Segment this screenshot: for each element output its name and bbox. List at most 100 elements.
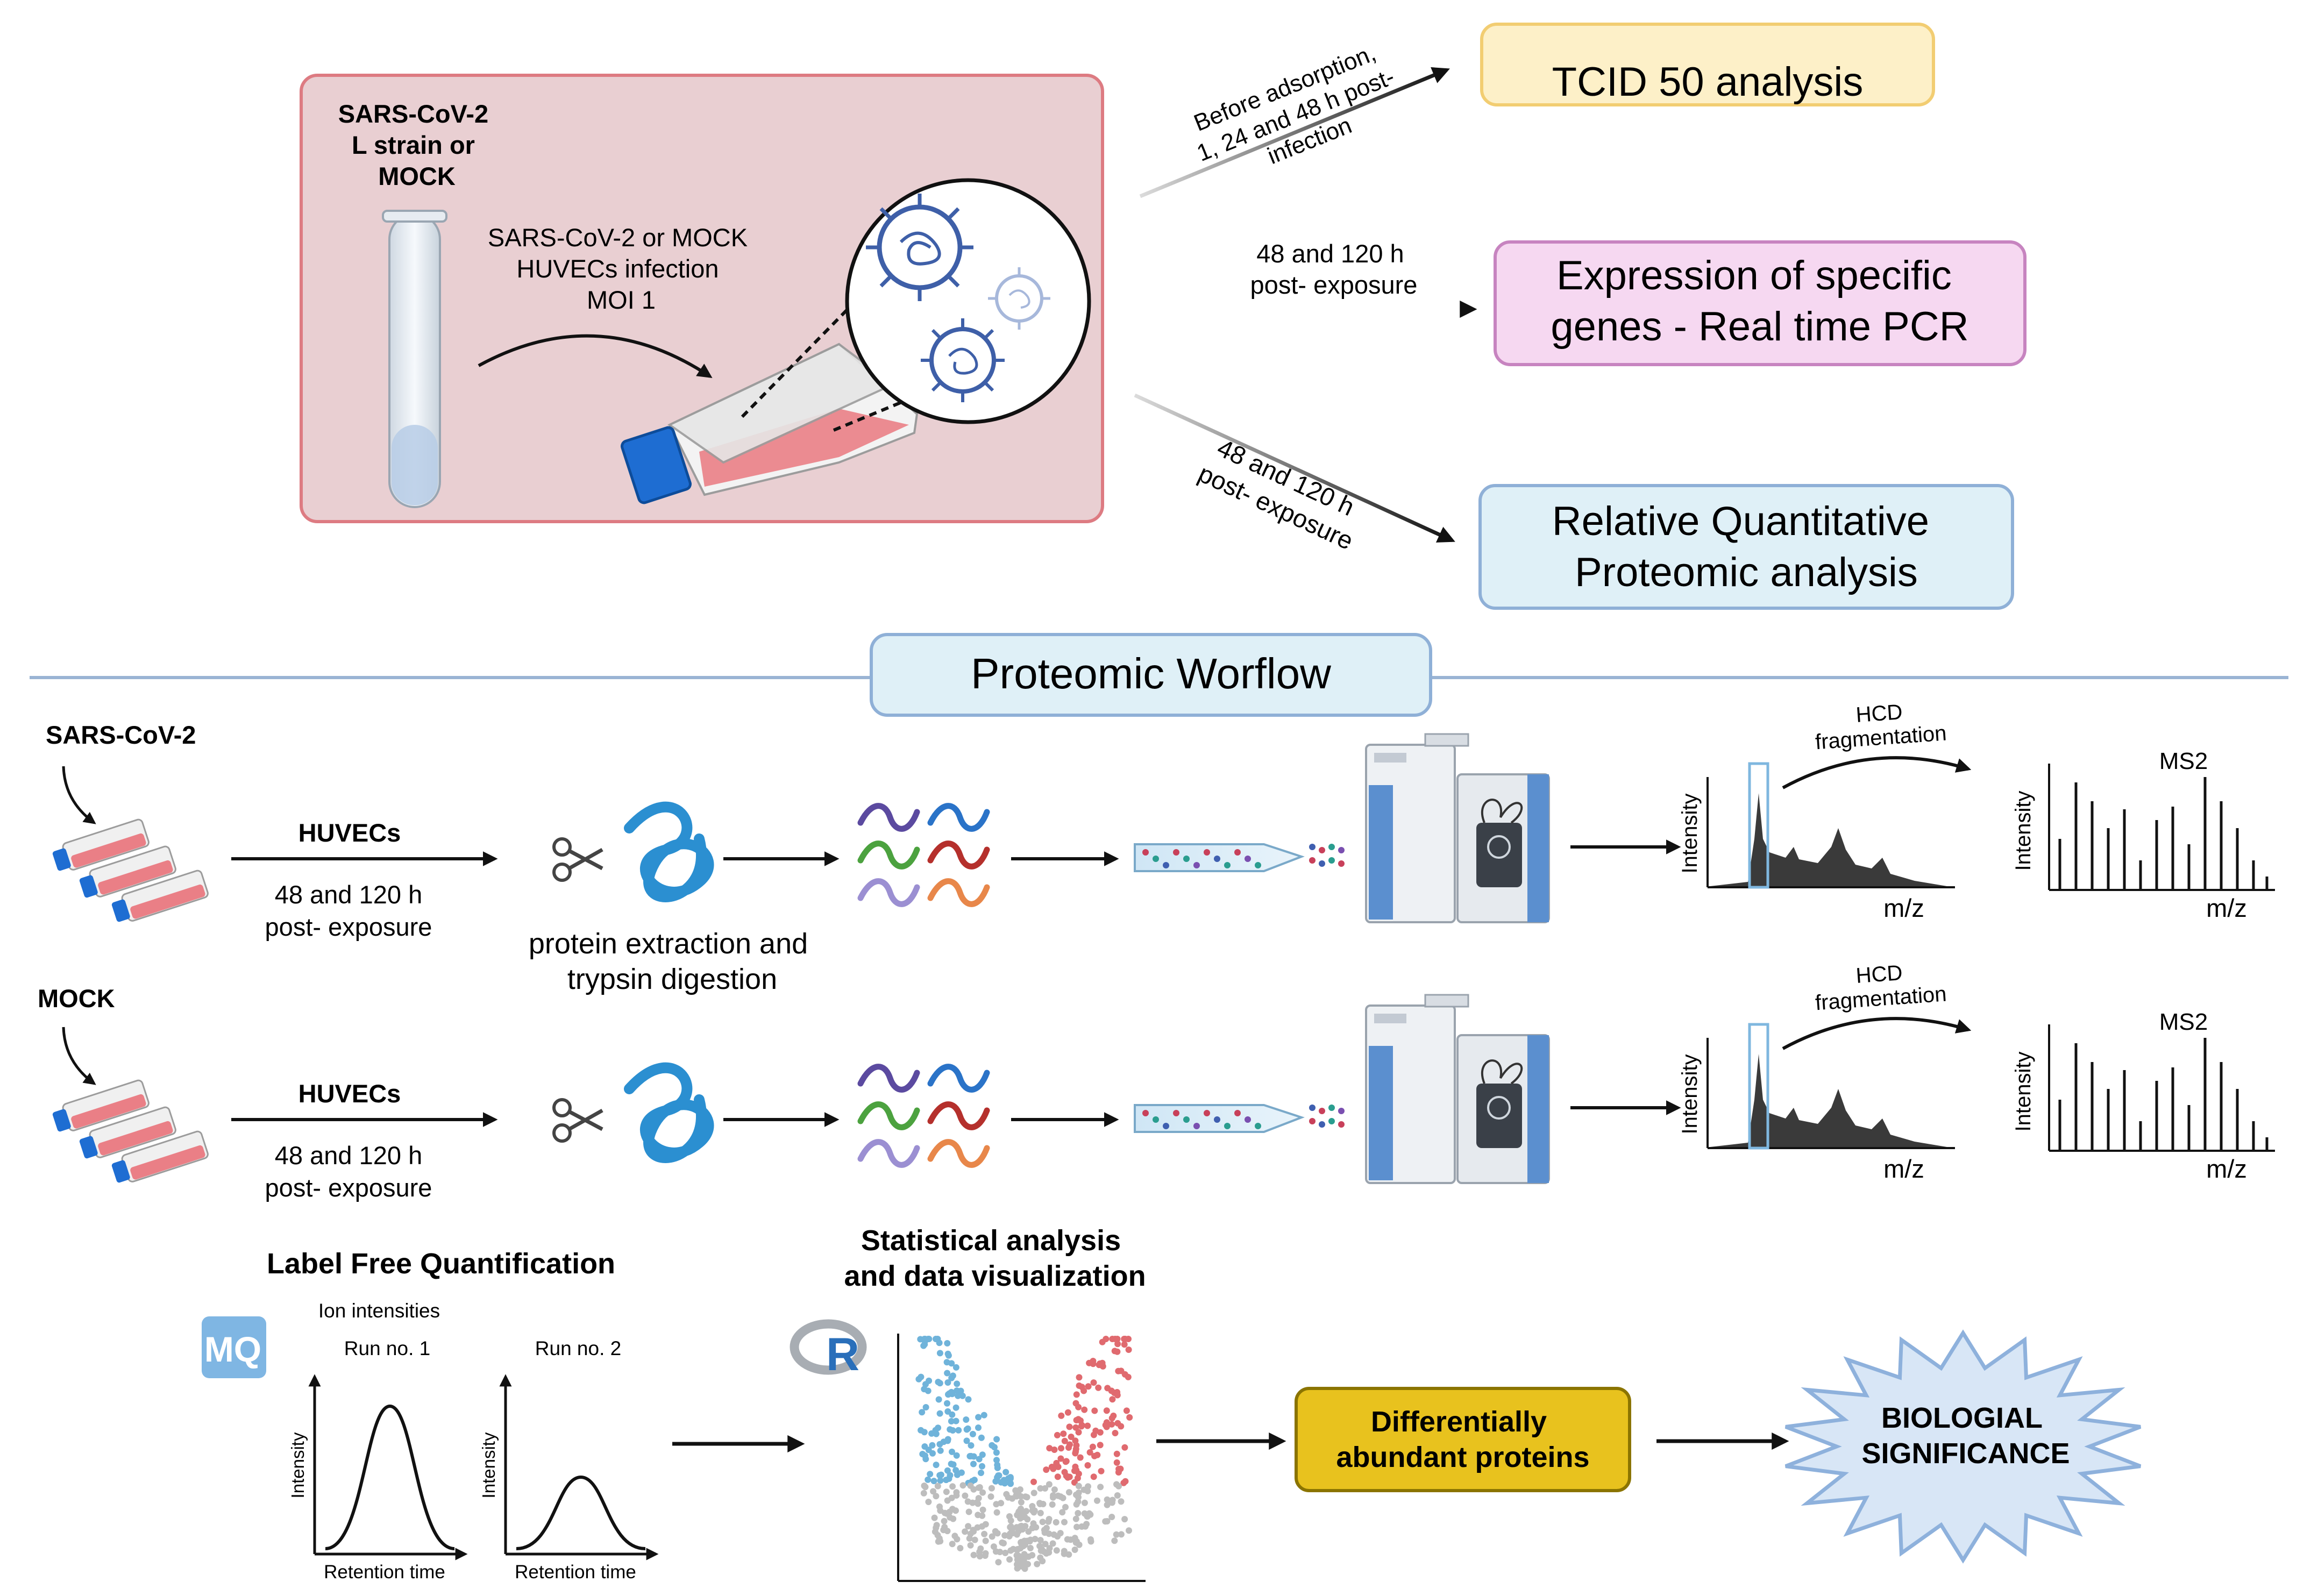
volcano-point	[1037, 1547, 1044, 1554]
volcano-point	[1027, 1544, 1034, 1551]
volcano-point	[1057, 1455, 1064, 1462]
pcr-arrow-label-line: 48 and 120 h	[1256, 239, 1404, 268]
volcano-point	[1118, 1531, 1125, 1538]
time-label-line: 48 and 120 h	[275, 880, 422, 909]
flask-cap	[79, 875, 98, 898]
peptide-icon	[927, 1101, 990, 1130]
peptide-icon	[927, 803, 990, 832]
volcano-point	[1072, 1437, 1079, 1444]
volcano-point	[963, 1437, 970, 1444]
volcano-point	[988, 1485, 995, 1492]
volcano-point	[952, 1417, 959, 1424]
volcano-point	[918, 1427, 925, 1434]
volcano-point	[922, 1452, 928, 1459]
ms-top	[1424, 733, 1469, 747]
volcano-point	[918, 1373, 925, 1380]
volcano-point	[1025, 1553, 1032, 1560]
volcano-point	[1125, 1346, 1132, 1353]
spray-dot	[1328, 1118, 1335, 1124]
volcano-point	[1062, 1458, 1069, 1465]
volcano-point	[933, 1336, 939, 1342]
flask-icon	[79, 1106, 176, 1159]
stats-title-line: and data visualization	[844, 1260, 1146, 1292]
volcano-point	[1121, 1444, 1128, 1451]
volcano-point	[1030, 1478, 1037, 1485]
peptide-icon	[857, 803, 920, 832]
volcano-point	[1053, 1519, 1060, 1526]
volcano-point	[953, 1452, 960, 1459]
volcano-point	[1046, 1481, 1053, 1488]
volcano-point	[1097, 1442, 1104, 1449]
volcano-point	[1054, 1473, 1061, 1480]
hcd-label: HCDfragmentation	[1813, 958, 1947, 1015]
volcano-point	[1021, 1565, 1028, 1572]
spray-dot	[1328, 844, 1335, 850]
ms2-y-label: Intensity	[2011, 1052, 2035, 1132]
volcano-point	[933, 1462, 940, 1469]
volcano-point	[993, 1509, 1000, 1516]
analyte-dot	[1214, 1116, 1220, 1123]
flask-icon	[111, 1130, 209, 1183]
flask-media	[130, 884, 205, 919]
condition-label: SARS-CoV-2	[46, 721, 196, 749]
volcano-point	[979, 1512, 986, 1519]
condition-arrow	[62, 1027, 96, 1085]
scissor-ring	[552, 1123, 572, 1143]
volcano-point	[989, 1533, 996, 1540]
bio-label: BIOLOGIAL SIGNIFICANCE	[1861, 1402, 2070, 1470]
volcano-point	[1068, 1434, 1075, 1440]
volcano-point	[1085, 1483, 1091, 1490]
branch-proteomic: 48 and 120 h post- exposure Relative Qua…	[1134, 393, 2014, 610]
volcano-point	[971, 1477, 978, 1484]
volcano-point	[959, 1482, 966, 1489]
flask-cap	[52, 1109, 71, 1132]
volcano-point	[949, 1541, 956, 1548]
volcano-point	[925, 1499, 932, 1505]
volcano-point	[1086, 1449, 1093, 1456]
lfq-panel: Label Free Quantification MQ Ion intensi…	[202, 1248, 805, 1583]
tcid-arrow-label: Before adsorption, 1, 24 and 48 h post- …	[1182, 34, 1415, 194]
volcano-point	[1122, 1478, 1129, 1485]
volcano-point	[1075, 1510, 1082, 1516]
volcano-point	[1015, 1509, 1022, 1516]
volcano-point	[959, 1392, 966, 1399]
volcano-point	[979, 1523, 986, 1530]
volcano-point	[944, 1370, 951, 1377]
volcano-point	[1075, 1403, 1082, 1410]
volcano-point	[962, 1528, 969, 1535]
flask-icon	[52, 818, 150, 871]
volcano-point	[990, 1543, 997, 1550]
volcano-point	[1104, 1501, 1111, 1508]
time-label: 48 and 120 h post- exposure	[265, 880, 432, 941]
volcano-point	[1114, 1420, 1121, 1427]
volcano-point	[1073, 1391, 1080, 1398]
volcano-point	[937, 1447, 944, 1454]
volcano-point	[1064, 1409, 1071, 1416]
ms-window	[1476, 1084, 1522, 1148]
analyte-dot	[1224, 1123, 1231, 1129]
volcano-point	[1090, 1379, 1097, 1386]
volcano-point	[1073, 1523, 1080, 1530]
volcano-point	[944, 1408, 951, 1415]
analyte-dot	[1183, 1116, 1190, 1123]
infection-title-line: L strain or	[352, 131, 475, 159]
spray-dot	[1328, 1105, 1335, 1111]
proteomic-box-label-line: Relative Quantitative	[1552, 498, 1929, 544]
ms2-x-label: m/z	[2206, 1155, 2247, 1183]
volcano-point	[1050, 1464, 1057, 1471]
virus-icon	[866, 194, 973, 301]
pcr-box-label: Expression of specific genes - Real time…	[1551, 253, 1968, 350]
scissors-icon	[552, 837, 603, 882]
volcano-point	[1121, 1516, 1128, 1523]
time-label-line: post- exposure	[265, 1173, 432, 1202]
volcano-point	[1029, 1507, 1036, 1514]
lfq-subtitle: Ion intensities	[318, 1300, 440, 1322]
volcano-point	[982, 1552, 989, 1559]
volcano-point	[929, 1442, 936, 1449]
lfq-run-title: Run no. 2	[535, 1337, 621, 1359]
volcano-point	[925, 1476, 932, 1483]
infection-step-line: HUVECs infection	[516, 254, 719, 283]
time-label-line: post- exposure	[265, 913, 432, 941]
ms-slot	[1374, 753, 1406, 763]
